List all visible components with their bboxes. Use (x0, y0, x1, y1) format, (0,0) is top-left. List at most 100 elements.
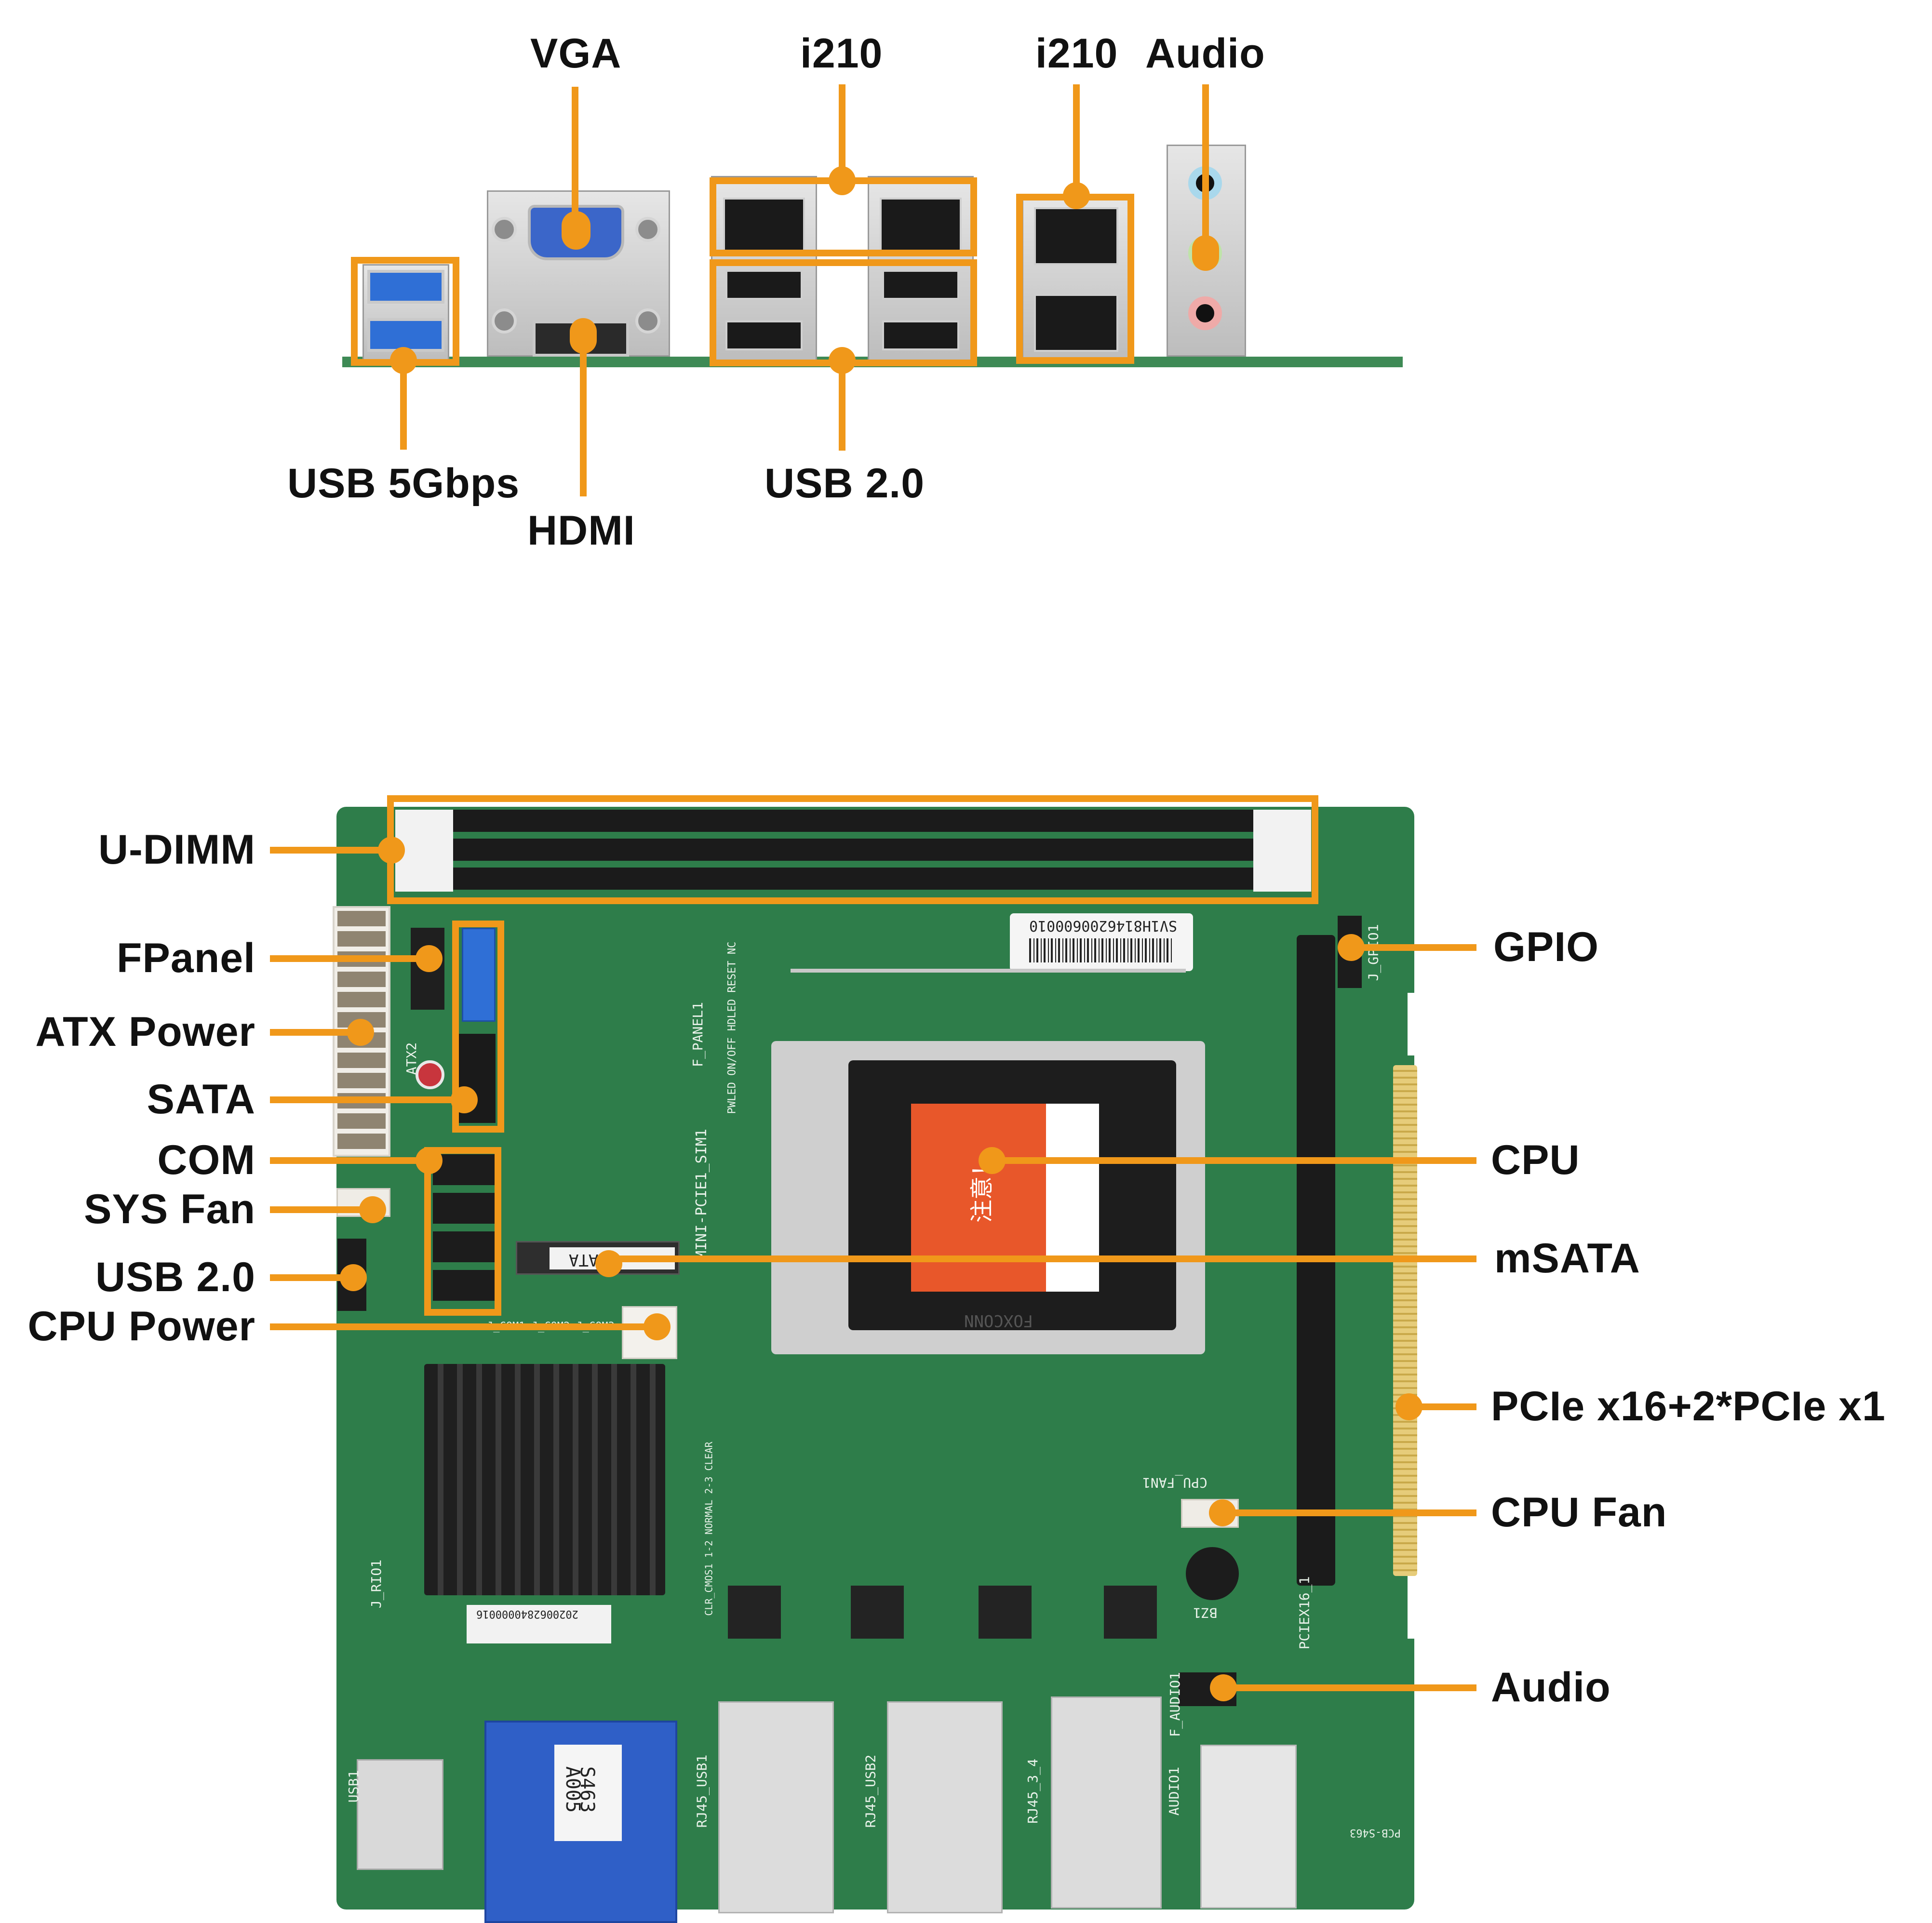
marker-u-dimm (378, 837, 405, 864)
rj45-usb-port-1[interactable] (718, 1701, 834, 1913)
cpu-socket-warning-cover: 注意！ (911, 1104, 1046, 1292)
dimm-slot-1[interactable] (453, 810, 1253, 832)
silk-rj45-usb1: RJ45_USB1 (694, 1754, 710, 1828)
usb2-port-4[interactable] (882, 320, 959, 350)
rj45-port-3[interactable] (1034, 207, 1118, 265)
lan-chip-3 (979, 1586, 1032, 1639)
silk-f-panel-pins: PWLED ON/OFF HDLED RESET NC (726, 941, 738, 1114)
audio-rear-marker (1192, 235, 1219, 271)
silk-f-audio: F_AUDIO1 (1167, 1672, 1183, 1737)
silk-bz: BZ1 (1193, 1605, 1218, 1621)
usb2-port-2[interactable] (882, 270, 959, 300)
label-msata: mSATA (1494, 1235, 1640, 1282)
vga-screw-left (492, 217, 517, 242)
usb2-rear-marker (829, 347, 856, 374)
marker-msata (595, 1250, 622, 1277)
dual-rj45-highlight (1016, 194, 1134, 364)
usb3-port-bottom[interactable] (367, 318, 444, 352)
bottom-sticker: 2020062840000016 (467, 1605, 611, 1643)
silk-mini-pcie: MINI-PCIE1_SIM1 (693, 1129, 710, 1259)
com-highlight (424, 1147, 501, 1316)
silk-audio1: AUDIO1 (1166, 1766, 1182, 1816)
label-cpu-fan: CPU Fan (1491, 1489, 1667, 1536)
bottom-sticker-text: 2020062840000016 (476, 1608, 578, 1620)
silk-foxconn: FOXCONN (964, 1311, 1033, 1330)
silk-pciex16: PCIEX16_1 (1296, 1576, 1313, 1650)
lan-pair-leader (839, 84, 845, 183)
marker-com (416, 1147, 443, 1174)
usb3-port-bottom-board[interactable] (357, 1759, 443, 1870)
dimm-slot-2[interactable] (453, 839, 1253, 861)
label-sys-fan: SYS Fan (84, 1186, 255, 1232)
rj45-port-4[interactable] (1034, 294, 1118, 352)
dimm-latch-right (1253, 810, 1311, 892)
marker-sys-fan (359, 1196, 386, 1223)
usb2-port-1[interactable] (725, 270, 803, 300)
hdmi-marker (570, 318, 597, 354)
audio-jacks-board[interactable] (1200, 1745, 1297, 1909)
usb3-marker (390, 347, 417, 374)
lan-chip-1 (728, 1586, 781, 1639)
marker-fpanel (416, 945, 443, 972)
leader-sys-fan (270, 1206, 378, 1213)
buzzer (1186, 1547, 1239, 1600)
label-audio: Audio (1491, 1664, 1611, 1710)
silk-rj45-34: RJ45_3_4 (1024, 1759, 1041, 1824)
leader-usb-2 (270, 1274, 357, 1281)
pcie-gold-fingers (1393, 1065, 1417, 1576)
lan-pair-label: i210 (800, 30, 883, 77)
silk-cpu-fan: CPU_FAN1 (1142, 1475, 1208, 1491)
label-gpio: GPIO (1493, 924, 1599, 970)
label-com: COM (157, 1137, 255, 1183)
silk-clr-cmos: CLR_CMOS1 1-2 NORMAL 2-3 CLEAR (703, 1442, 715, 1616)
label-sata: SATA (147, 1076, 255, 1122)
rj45-port-3-4[interactable] (1051, 1696, 1162, 1909)
dimm-highlight (387, 795, 1318, 904)
leader-atx-power (270, 1029, 369, 1036)
serial-sticker: SV1H8146200600010 (1010, 913, 1193, 971)
rj45-usb-port-2[interactable] (887, 1701, 1003, 1913)
silk-f-panel: F_PANEL1 (689, 1002, 706, 1067)
leader-u-dimm (270, 847, 395, 854)
silk-pcb: PCB-S463 (1350, 1827, 1401, 1839)
lan-single-marker (1063, 182, 1090, 209)
chipset-heatsink (424, 1364, 665, 1595)
label-pcie: PCIe x16+2*PCIe x1 (1491, 1383, 1886, 1429)
marker-sata (451, 1086, 478, 1113)
usb2-highlight (710, 259, 977, 366)
pcb-notch-top (1408, 993, 1456, 1055)
leader-gpio (1352, 944, 1476, 951)
dimm-slot-3[interactable] (453, 868, 1253, 890)
dimm-latch-left (395, 810, 453, 892)
usb2-rear-label: USB 2.0 (765, 460, 925, 507)
label-usb-2: USB 2.0 (95, 1254, 255, 1300)
label-cpu-power: CPU Power (27, 1303, 255, 1349)
leader-pcie (1410, 1403, 1476, 1410)
audio-jack-mic[interactable] (1188, 296, 1222, 330)
leader-cpu-fan (1223, 1509, 1476, 1516)
sata-connector-1[interactable] (462, 928, 496, 1022)
cpu-socket-white-cover (1046, 1104, 1099, 1292)
label-cpu: CPU (1491, 1137, 1580, 1183)
hdmi-screw-left (492, 308, 517, 334)
com-headers[interactable] (433, 1154, 495, 1309)
leader-cpu-power (270, 1323, 660, 1330)
leader-audio (1224, 1684, 1476, 1691)
usb3-port-top[interactable] (367, 270, 444, 304)
vga-label: VGA (530, 30, 622, 77)
usb2-rear-leader (839, 357, 845, 451)
leader-com (270, 1157, 439, 1164)
usb3-leader (400, 354, 407, 450)
barcode (1029, 938, 1174, 962)
cpu-lever[interactable] (791, 969, 1186, 973)
usb2-port-3[interactable] (725, 320, 803, 350)
leader-sata (270, 1096, 463, 1103)
leader-msata (610, 1255, 1476, 1262)
marker-cpu-power (644, 1313, 671, 1340)
marker-usb-2 (340, 1264, 367, 1291)
lan-single-label: i210 (1035, 30, 1118, 77)
usb3-label: USB 5Gbps (287, 460, 520, 507)
vga-tag: S463 A005 (554, 1745, 622, 1841)
audio-rear-leader (1202, 84, 1209, 248)
rj45-port-2[interactable] (880, 198, 962, 255)
